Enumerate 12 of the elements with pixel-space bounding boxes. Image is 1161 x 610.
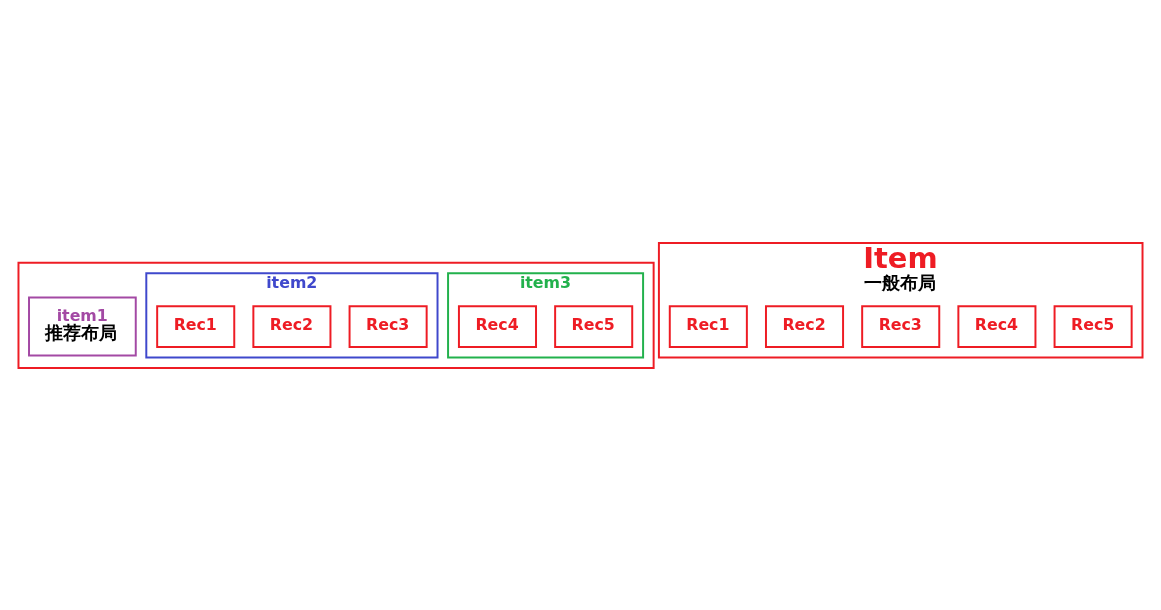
node-box: Rec4	[957, 304, 1037, 348]
cluster	[17, 261, 655, 369]
node-box: item1 推荐布局	[28, 296, 137, 357]
node-box: Rec3	[348, 304, 428, 348]
node-box: Rec5	[554, 304, 634, 348]
node-box: Rec5	[1053, 304, 1133, 348]
node-box: Rec2	[252, 304, 332, 348]
node-box: Rec1	[668, 304, 748, 348]
node-box: Rec1	[156, 304, 236, 348]
node-box: Rec4	[457, 304, 537, 348]
node-box: Rec2	[765, 304, 845, 348]
node-box: Rec3	[861, 304, 941, 348]
